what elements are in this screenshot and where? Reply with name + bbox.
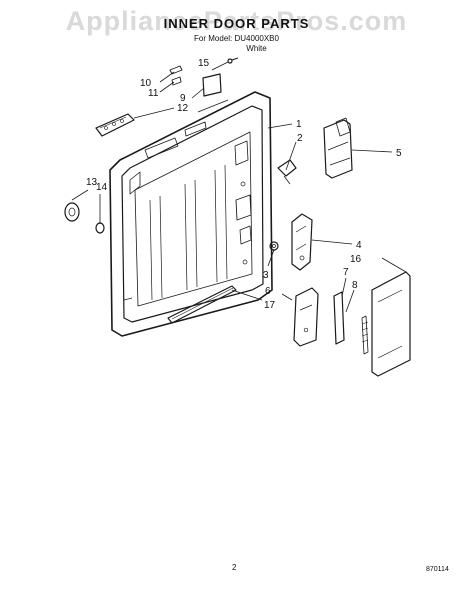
door-spring: [361, 315, 369, 355]
callout-10: 10: [140, 78, 152, 89]
callout-9: 9: [180, 93, 186, 104]
callout-14: 14: [96, 182, 108, 193]
actuator: [277, 159, 297, 185]
screw-top: [227, 57, 239, 64]
cover-plate: [202, 73, 222, 97]
callout-11: 11: [148, 88, 159, 99]
hinge-arm: [291, 213, 313, 271]
callout-5: 5: [396, 148, 402, 159]
handle-bracket: [95, 113, 135, 137]
diagram-title: INNER DOOR PARTS: [163, 16, 310, 31]
callout-8: 8: [352, 280, 358, 291]
figure-code: 870114: [426, 566, 449, 573]
leader-lines: [71, 61, 407, 313]
callout-17: 17: [264, 300, 276, 311]
screw-knob: [95, 222, 105, 234]
callout-7: 7: [343, 267, 349, 278]
callout-3: 3: [263, 270, 269, 281]
latch-switch-assembly: [323, 117, 353, 179]
page-number: 2: [232, 563, 237, 572]
callout-4: 4: [356, 240, 362, 251]
watermark: AppliancePartsPros.com: [65, 6, 408, 36]
callout-2: 2: [297, 133, 303, 144]
callout-6: 6: [265, 286, 271, 297]
door-link: [333, 291, 345, 345]
callout-13: 13: [86, 177, 98, 188]
callout-12: 12: [177, 103, 189, 114]
knob: [64, 202, 80, 222]
callout-15: 15: [198, 58, 210, 69]
callout-1: 1: [296, 119, 302, 130]
callouts: 1 2 3 4 5 6 7 8 9 10 11 12 13 14 15 16 1…: [86, 58, 402, 311]
color-line: White: [246, 44, 267, 53]
inner-door-panel: [109, 91, 273, 337]
clip-small: [169, 65, 183, 86]
side-panel: [371, 271, 411, 377]
bottom-trim-strip: [167, 285, 237, 324]
hinge-support: [293, 287, 319, 347]
model-line: For Model: DU4000XB0: [194, 34, 279, 43]
callout-16: 16: [350, 254, 362, 265]
